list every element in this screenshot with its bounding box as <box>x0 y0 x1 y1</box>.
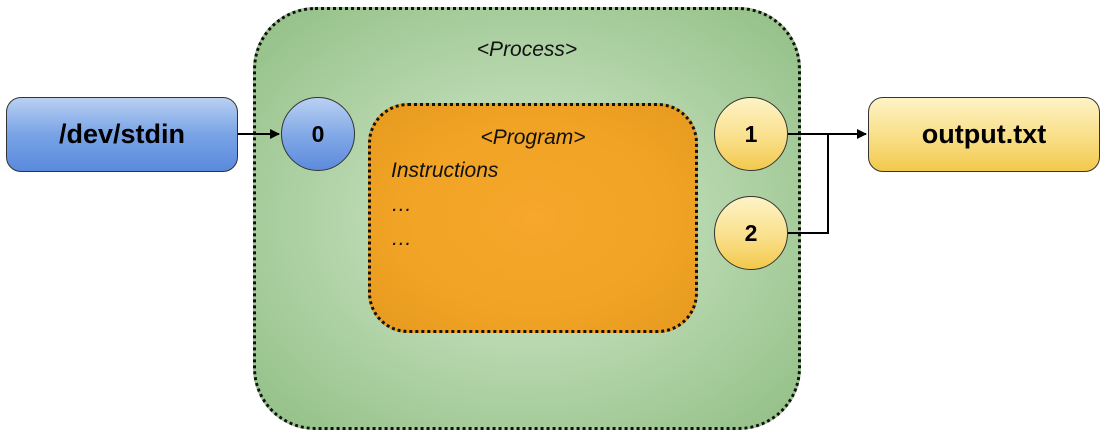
fd-0-circle: 0 <box>281 97 355 171</box>
program-container <box>368 103 698 333</box>
process-label: <Process> <box>476 38 578 61</box>
stdin-file-node: /dev/stdin <box>6 97 238 172</box>
program-label: <Program> <box>480 126 586 149</box>
fd-1-circle: 1 <box>714 97 788 171</box>
program-instructions-line: Instructions <box>391 159 499 182</box>
program-ellipsis-line-2: … <box>391 227 412 250</box>
output-file-node: output.txt <box>868 97 1100 172</box>
fd-2-circle: 2 <box>714 196 788 270</box>
fd2-to-output-connector <box>788 134 829 234</box>
program-ellipsis-line-1: … <box>391 193 412 216</box>
